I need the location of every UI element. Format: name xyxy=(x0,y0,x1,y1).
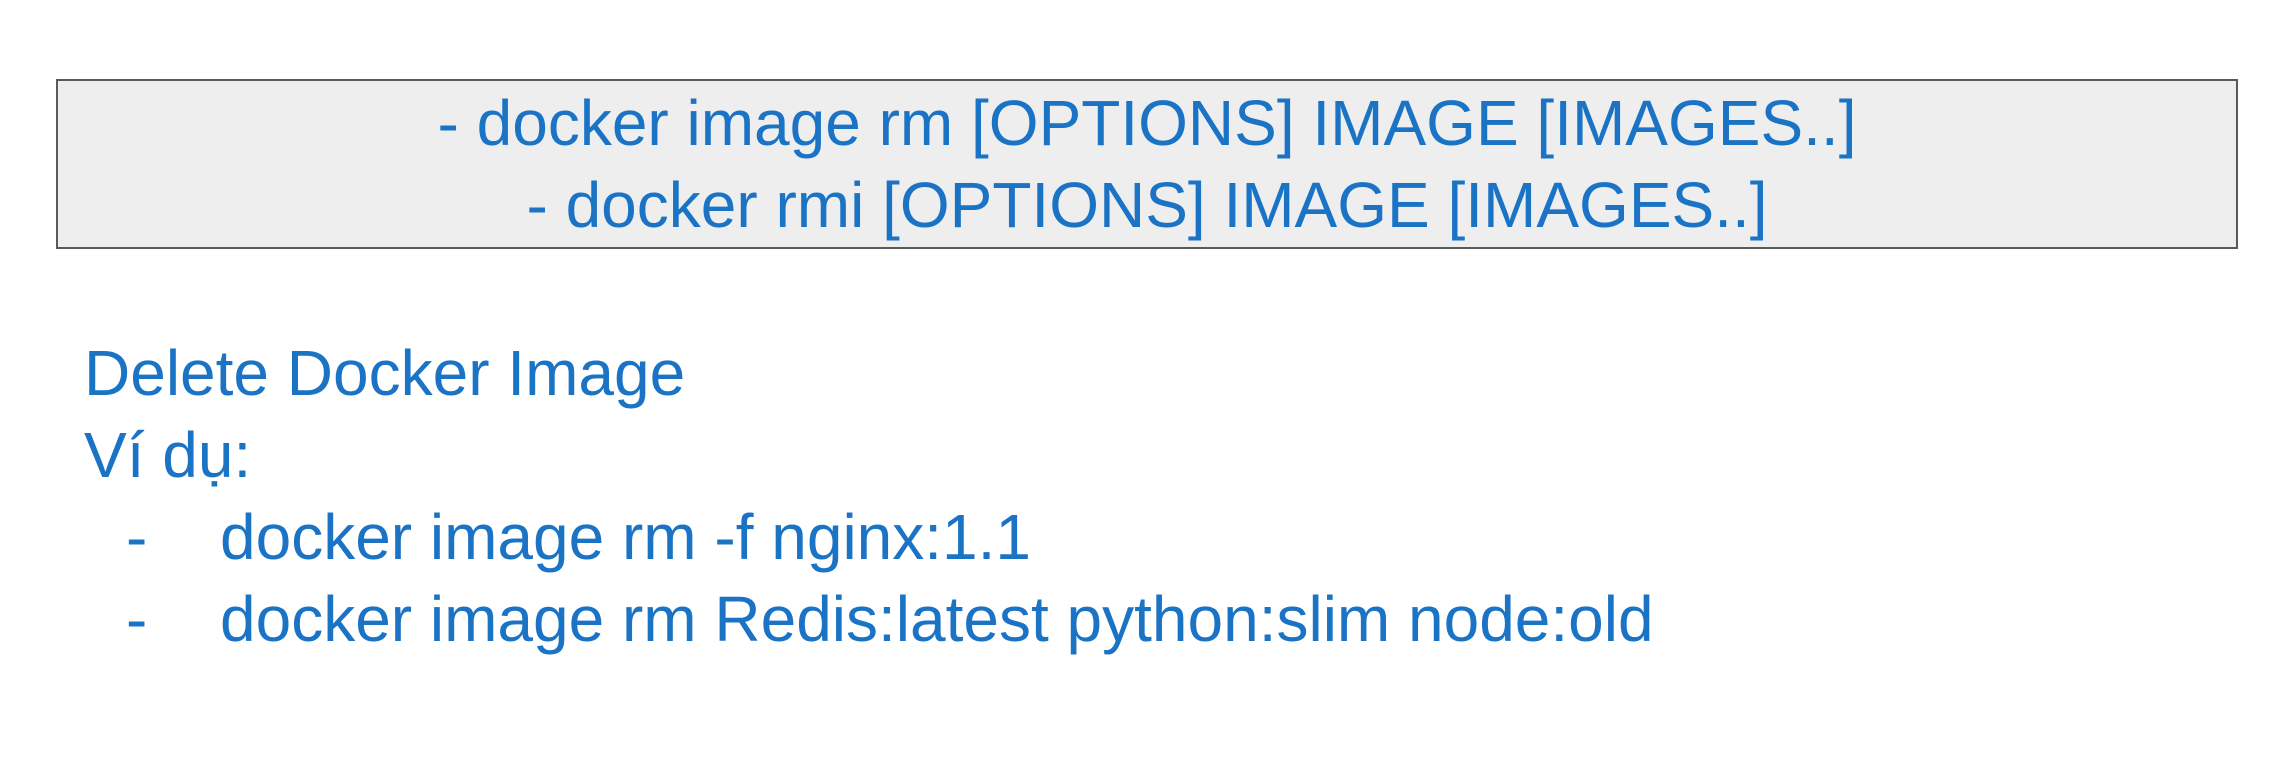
example-command: docker image rm Redis:latest python:slim… xyxy=(220,583,1654,655)
examples-list: - docker image rm -f nginx:1.1 - docker … xyxy=(84,496,2184,660)
list-item: - docker image rm -f nginx:1.1 xyxy=(84,496,2184,578)
example-command: docker image rm -f nginx:1.1 xyxy=(220,501,1031,573)
syntax-line-rmi: - docker rmi [OPTIONS] IMAGE [IMAGES..] xyxy=(526,169,1768,241)
examples-label: Ví dụ: xyxy=(84,419,252,491)
bullet-dash: - xyxy=(126,583,148,655)
list-item: - docker image rm Redis:latest python:sl… xyxy=(84,578,2184,660)
bullet-dash: - xyxy=(126,501,148,573)
section-heading: Delete Docker Image xyxy=(84,337,686,409)
content-section: Delete Docker Image Ví dụ: - docker imag… xyxy=(84,332,2184,660)
syntax-line-image-rm: - docker image rm [OPTIONS] IMAGE [IMAGE… xyxy=(437,87,1857,159)
syntax-box: - docker image rm [OPTIONS] IMAGE [IMAGE… xyxy=(56,79,2238,249)
